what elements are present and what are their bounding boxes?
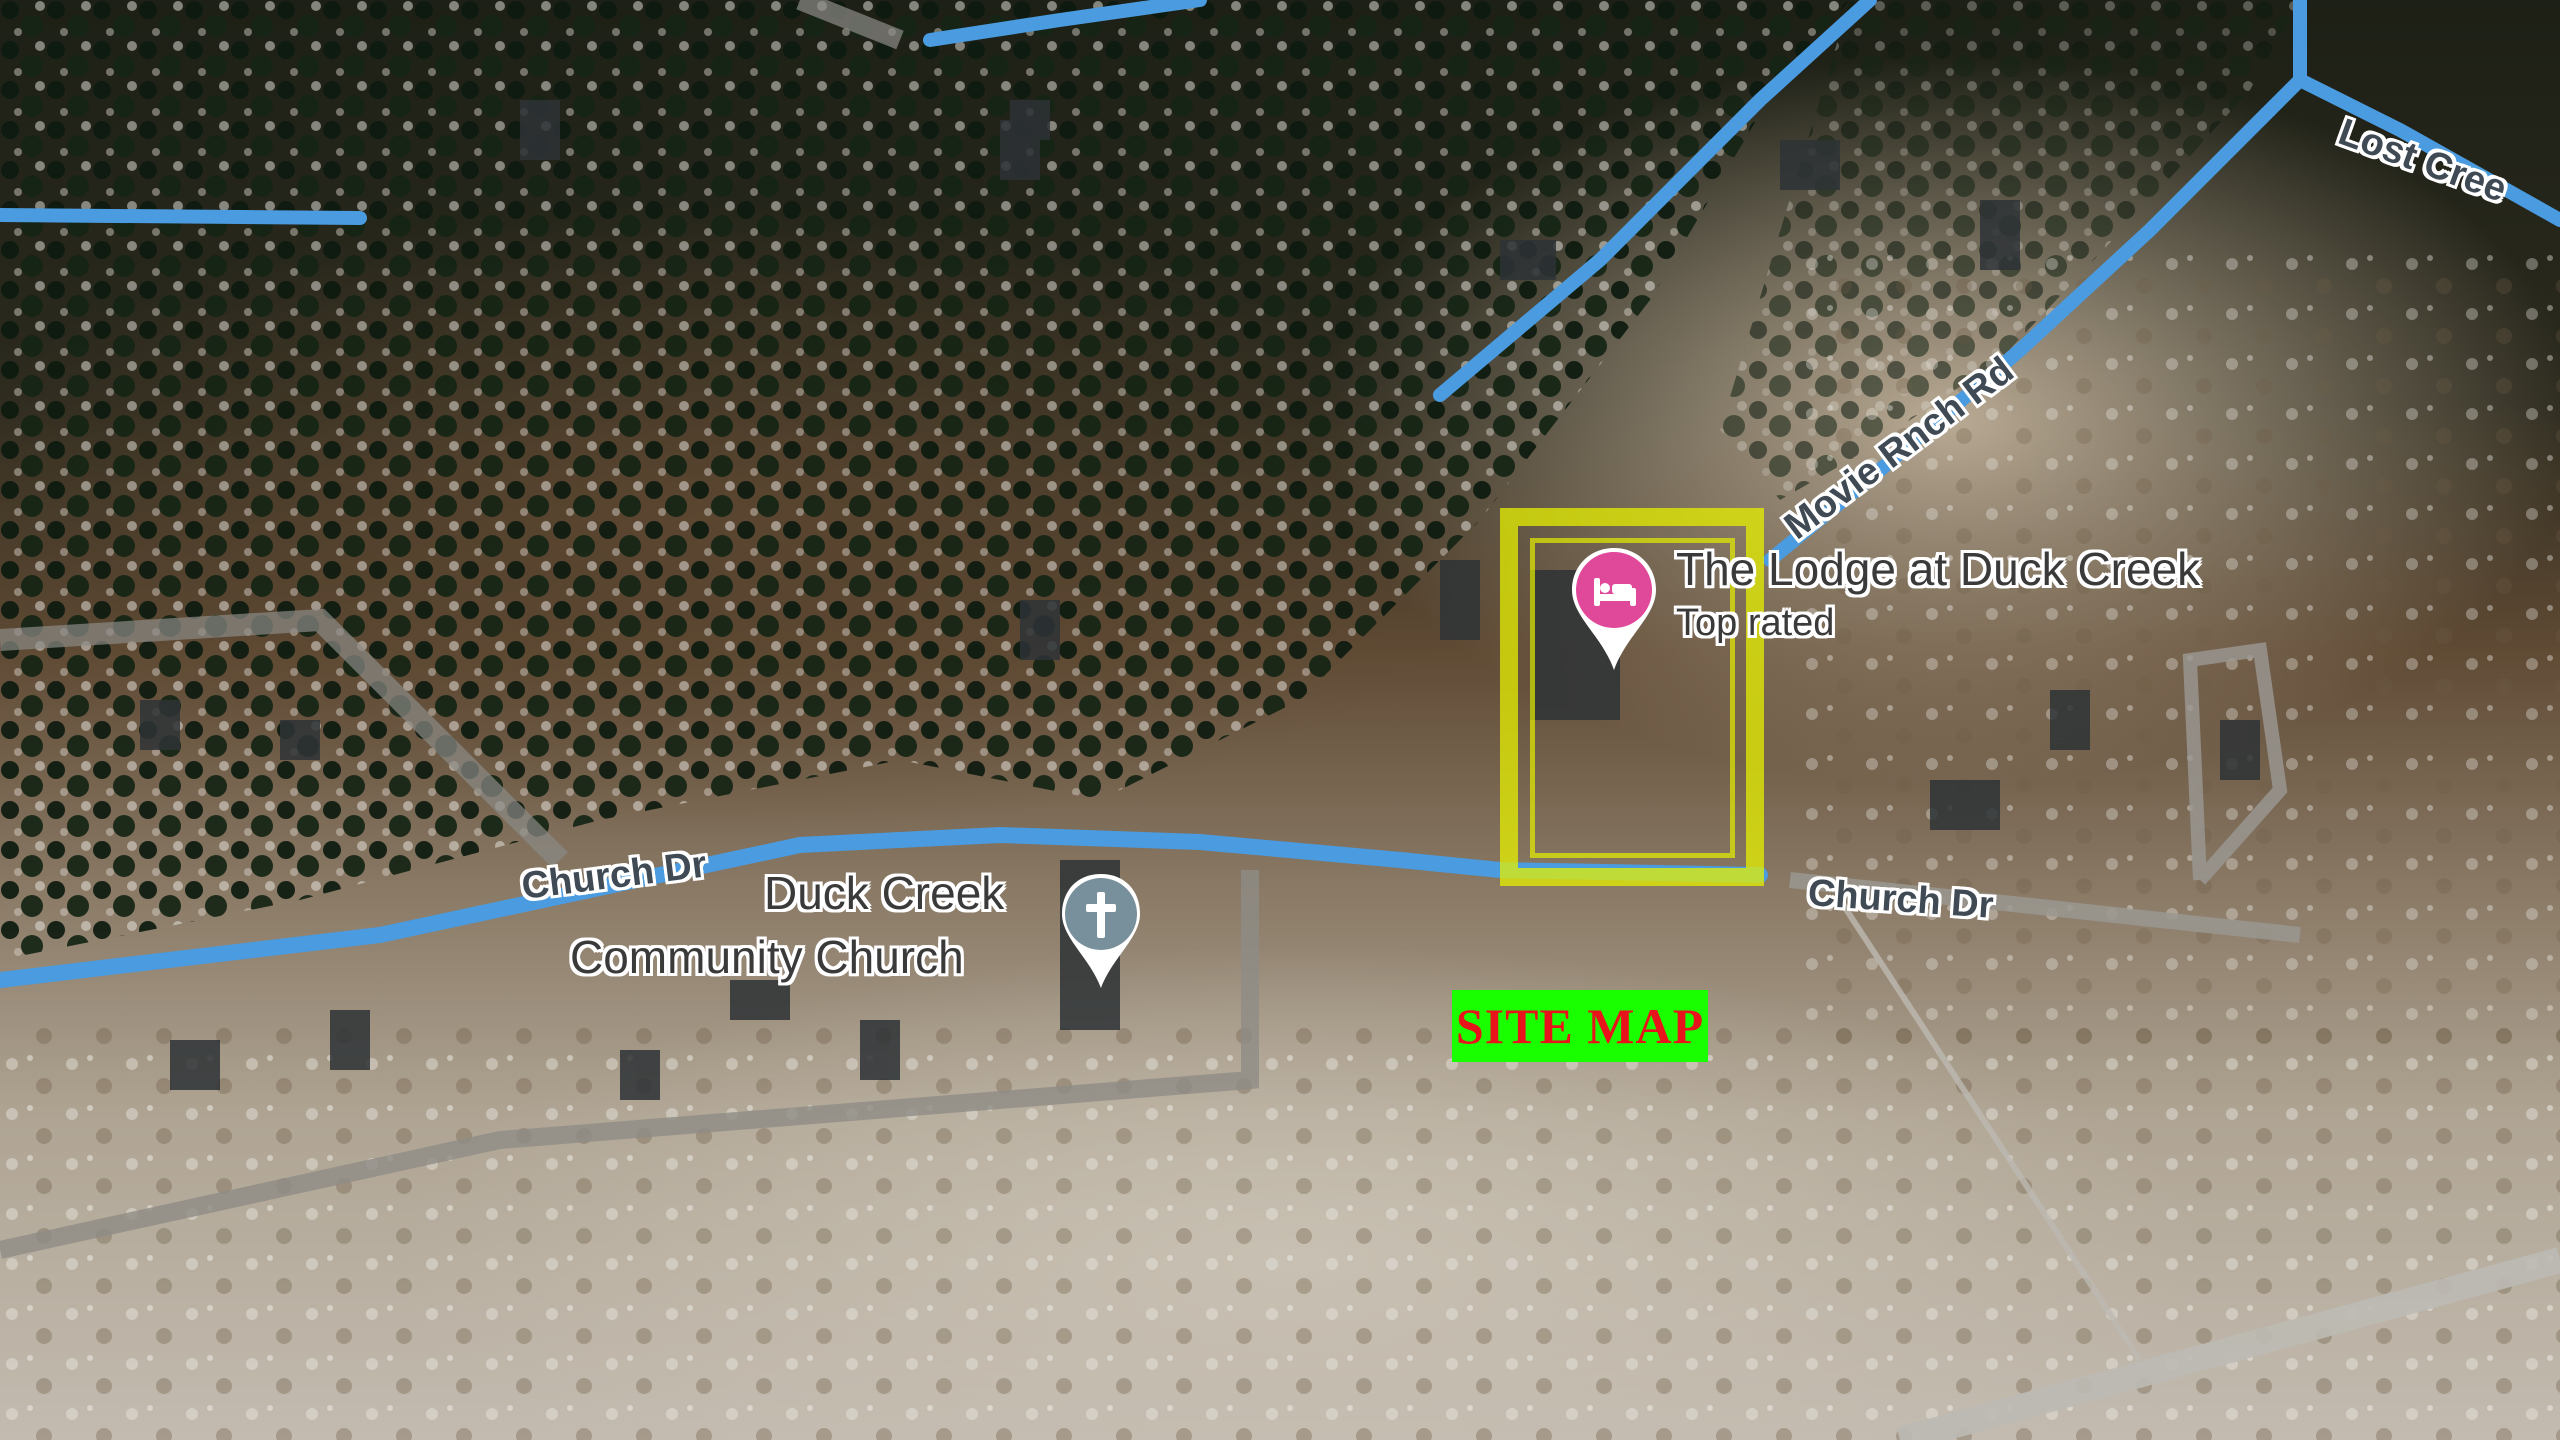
grey-road <box>1789 872 2301 943</box>
church-name-line1[interactable]: Duck Creek <box>764 867 1005 919</box>
road-north-branch <box>1433 0 1877 402</box>
hotel-pin-marker <box>1572 548 1656 670</box>
lodge-name-label[interactable]: The Lodge at Duck Creek <box>1676 543 2201 595</box>
forest-area <box>0 0 1850 960</box>
site-map-badge: SITE MAP <box>1452 990 1708 1062</box>
bed-icon <box>1594 578 1636 606</box>
grey-road <box>0 870 1259 1259</box>
grey-road <box>796 0 904 50</box>
property-highlight-box <box>1500 508 1764 886</box>
grey-road <box>0 608 568 868</box>
road-lost-creek <box>2293 73 2560 227</box>
grey-road <box>1837 898 2143 1362</box>
lodge-rating-label: Top rated <box>1676 602 1835 644</box>
church-name-line2[interactable]: Community Church <box>570 931 964 983</box>
road-west-segment <box>0 208 367 225</box>
road-north-west <box>923 0 1207 47</box>
church-map-pin[interactable] <box>1056 870 1146 994</box>
cross-icon <box>1086 892 1116 938</box>
grey-road <box>2182 642 2288 885</box>
property-boundary <box>1530 538 1735 858</box>
road-church-dr <box>0 826 1768 988</box>
grey-road <box>1896 1247 2560 1440</box>
lodge-map-pin[interactable] <box>1566 544 1662 676</box>
church-pin-marker <box>1062 874 1140 988</box>
site-map-label: SITE MAP <box>1455 998 1705 1054</box>
